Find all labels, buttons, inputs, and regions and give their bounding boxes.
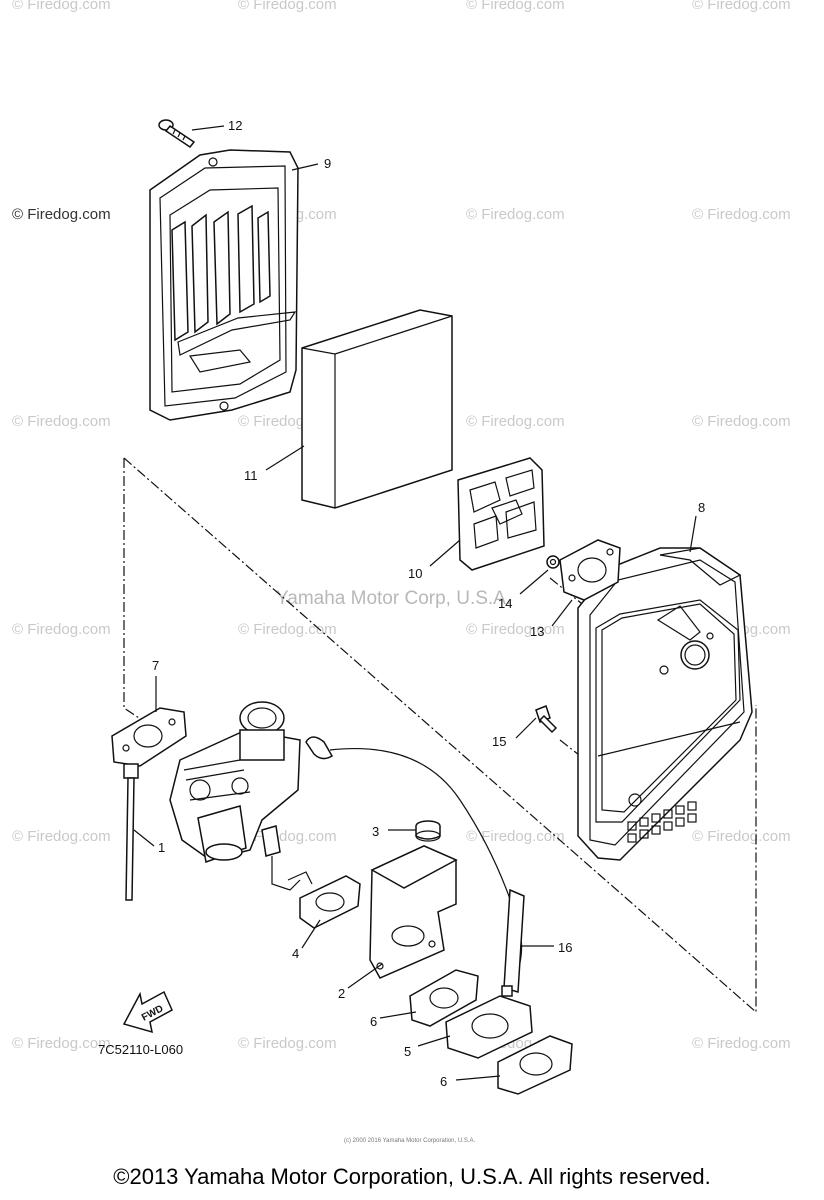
callout-15: 15 [492,734,506,749]
gasket-13[interactable] [559,539,621,601]
callout-10: 10 [408,566,422,581]
callout-4: 4 [292,946,299,961]
watermark: © Firedog.com [466,206,565,223]
callout-6-upper: 6 [370,1014,377,1029]
band-1[interactable] [123,763,139,901]
gasket-4[interactable] [299,875,361,929]
fwd-arrow: FWD [122,990,173,1034]
gasket-7[interactable] [111,707,187,767]
bolt-15[interactable] [535,705,558,734]
callout-3: 3 [372,824,379,839]
watermark: © Firedog.com [238,0,337,13]
callouts: 1 2 3 4 5 6 6 7 8 9 10 11 12 13 14 15 16 [152,118,705,1089]
leader-lines [133,125,697,1081]
watermark: © Firedog.com [238,1035,337,1052]
watermark: © Firedog.com [12,828,111,845]
callout-6-lower: 6 [440,1074,447,1089]
callout-1: 1 [158,840,165,855]
callout-16: 16 [558,940,572,955]
watermark: © Firedog.com [12,0,111,13]
callout-12: 12 [228,118,242,133]
nut-14[interactable] [546,555,560,569]
fuel-hose-16[interactable] [501,888,525,997]
watermark: © Firedog.com [692,828,791,845]
air-cleaner-cover[interactable] [149,149,299,421]
watermark: © Firedog.com [12,413,111,430]
carb-hose [305,736,523,991]
watermark: © Firedog.com [466,0,565,13]
callout-9: 9 [324,156,331,171]
watermark: © Firedog.com [692,0,791,13]
insulator-5[interactable] [445,995,533,1059]
watermark: © Firedog.com [466,621,565,638]
callout-5: 5 [404,1044,411,1059]
callout-14: 14 [498,596,512,611]
case-vent-slots [627,801,697,843]
watermark: © Firedog.com [238,621,337,638]
callout-11: 11 [244,468,258,483]
watermark: © Firedog.com [692,413,791,430]
copyright-footer: ©2013 Yamaha Motor Corporation, U.S.A. A… [113,1164,711,1189]
carburetor[interactable] [169,701,313,891]
diagram-code: 7C52110-L060 [98,1042,183,1057]
center-watermark: Yamaha Motor Corp, U.S.A. [276,588,511,609]
bracket-2[interactable] [369,845,458,979]
callout-8: 8 [698,500,705,515]
gasket-6-upper[interactable] [409,969,479,1027]
fine-print: (c) 2000 2016 Yamaha Motor Corporation, … [344,1138,476,1144]
callout-7: 7 [152,658,159,673]
air-filter-element[interactable] [301,309,453,509]
gasket-grid[interactable] [457,457,545,571]
callout-13: 13 [530,624,544,639]
callout-2: 2 [338,986,345,1001]
grommet-3[interactable] [415,820,441,842]
watermark: © Firedog.com [12,621,111,638]
bolt-12[interactable] [158,119,196,149]
air-cleaner-case[interactable] [577,547,753,861]
watermark: © Firedog.com [692,1035,791,1052]
watermark: © Firedog.com [466,413,565,430]
watermark: © Firedog.com [692,206,791,223]
gasket-6-lower[interactable] [497,1035,573,1095]
watermark: © Firedog.com [12,206,111,223]
watermark: © Firedog.com [466,828,565,845]
watermark: © Firedog.com [12,1035,111,1052]
